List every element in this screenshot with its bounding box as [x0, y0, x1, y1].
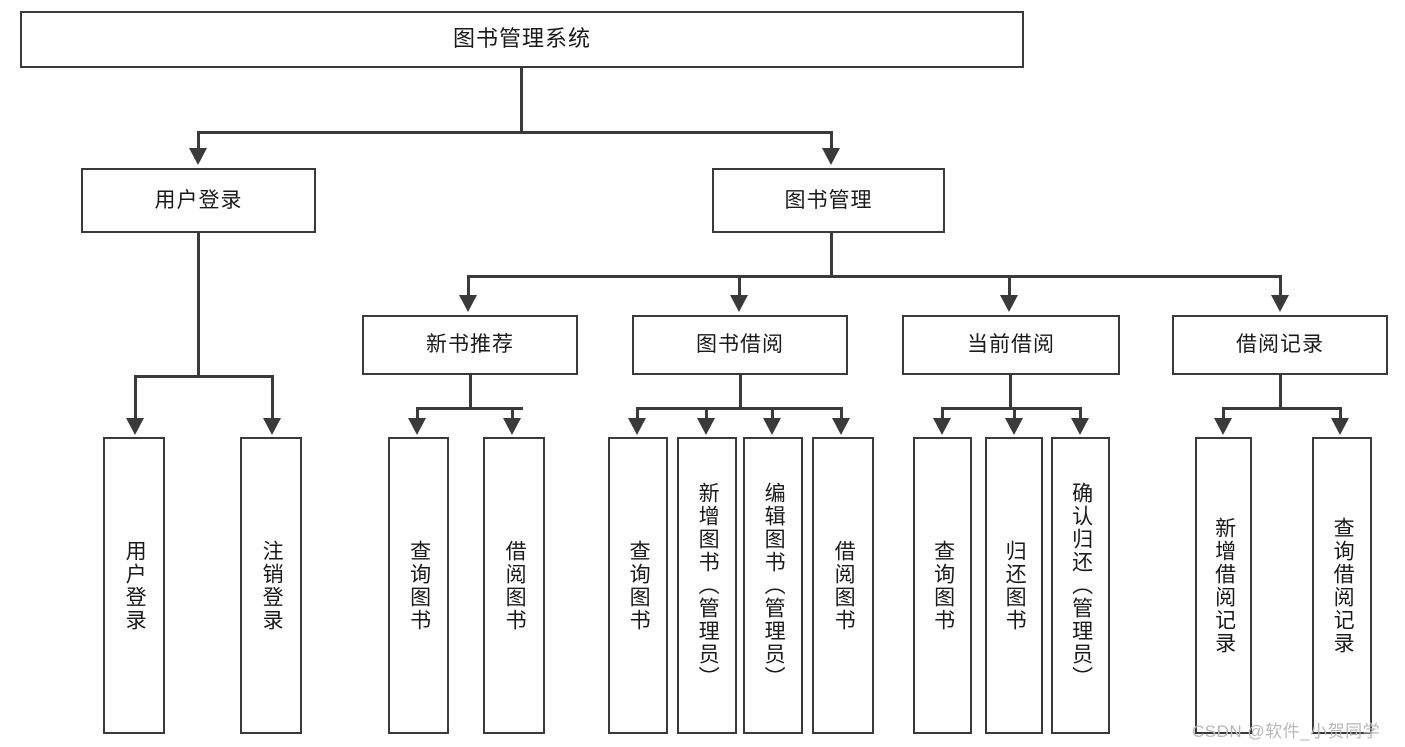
arrow-icon-book-borrow-leaf-0 [628, 418, 646, 435]
node-label: 图书管理系统 [452, 26, 591, 52]
connector-user-login-stem [197, 233, 200, 378]
node-label: 新增借阅记录 [1212, 516, 1236, 655]
arrow-icon-new-book-leaf-0 [408, 418, 426, 435]
leaf-node-new-book-borrow[interactable]: 借阅图书 [483, 437, 545, 734]
connector-drop-borrow-record-leaf-0 [1222, 407, 1225, 420]
node-label: 新书推荐 [426, 333, 514, 357]
connector-drop-book-mgmt [830, 131, 833, 150]
connector-book-borrow-stem [739, 375, 742, 410]
connector-book-borrow-bus [636, 407, 843, 410]
connector-current-borrow-bus [941, 407, 1080, 410]
leaf-node-current-borrow-confirm[interactable]: 确认归还（管理员） [1051, 437, 1110, 734]
node-label: 查询图书 [627, 539, 651, 632]
connector-drop-new-book-leaf-0 [416, 407, 419, 420]
leaf-node-user-login-logout[interactable]: 注销登录 [240, 437, 302, 734]
connector-drop-borrow-record-leaf-1 [1339, 407, 1342, 420]
node-label: 借阅图书 [832, 539, 856, 632]
arrow-icon-borrow-record-leaf-0 [1214, 418, 1232, 435]
connector-drop-new-book-leaf-1 [511, 407, 514, 420]
leaf-node-current-borrow-query[interactable]: 查询图书 [913, 437, 972, 734]
connector-drop-book-borrow-leaf-1 [705, 407, 708, 420]
node-label: 图书借阅 [696, 333, 784, 357]
arrow-icon-to-user-login [189, 148, 207, 165]
node-book-management[interactable]: 图书管理 [712, 168, 945, 233]
arrow-icon-book-borrow-leaf-2 [763, 418, 781, 435]
node-user-login[interactable]: 用户登录 [81, 168, 316, 233]
node-borrow-record[interactable]: 借阅记录 [1172, 315, 1388, 375]
connector-borrow-record-stem [1279, 375, 1282, 410]
arrow-icon-to-book-borrow [730, 295, 748, 312]
leaf-node-book-borrow-edit[interactable]: 编辑图书（管理员） [743, 437, 803, 734]
node-label: 借阅图书 [503, 539, 527, 632]
connector-drop-current-borrow [1008, 275, 1011, 297]
node-label: 查询图书 [407, 539, 431, 632]
leaf-node-book-borrow-lend[interactable]: 借阅图书 [812, 437, 874, 734]
arrow-icon-to-borrow-record [1271, 295, 1289, 312]
node-label: 新增图书（管理员） [696, 482, 720, 689]
connector-new-book-stem [469, 375, 472, 410]
arrow-icon-to-book-mgmt [822, 148, 840, 165]
connector-drop-user-login-leaf-0 [134, 375, 137, 420]
node-current-borrow[interactable]: 当前借阅 [902, 315, 1120, 375]
node-label: 查询借阅记录 [1331, 516, 1355, 655]
connector-book-mgmt-bus [467, 275, 1282, 278]
leaf-node-book-borrow-add[interactable]: 新增图书（管理员） [677, 437, 737, 734]
arrow-icon-new-book-leaf-1 [503, 418, 521, 435]
node-label: 编辑图书（管理员） [762, 482, 786, 689]
node-new-book-recommend[interactable]: 新书推荐 [362, 315, 578, 375]
connector-user-login-bus [134, 375, 274, 378]
connector-drop-book-borrow-leaf-0 [636, 407, 639, 420]
connector-current-borrow-stem [1009, 375, 1012, 410]
arrow-icon-current-borrow-leaf-0 [933, 418, 951, 435]
arrow-icon-book-borrow-leaf-1 [697, 418, 715, 435]
leaf-node-borrow-record-add[interactable]: 新增借阅记录 [1195, 437, 1252, 734]
leaf-node-user-login-login[interactable]: 用户登录 [103, 437, 165, 734]
arrow-icon-borrow-record-leaf-1 [1331, 418, 1349, 435]
arrow-icon-book-borrow-leaf-3 [832, 418, 850, 435]
connector-drop-user-login-leaf-1 [271, 375, 274, 420]
connector-book-mgmt-stem [830, 233, 833, 278]
leaf-node-current-borrow-return[interactable]: 归还图书 [985, 437, 1043, 734]
leaf-node-new-book-query[interactable]: 查询图书 [388, 437, 449, 734]
node-label: 查询图书 [931, 539, 955, 632]
arrow-icon-current-borrow-leaf-1 [1005, 418, 1023, 435]
leaf-node-borrow-record-query[interactable]: 查询借阅记录 [1312, 437, 1372, 734]
node-label: 确认归还（管理员） [1069, 482, 1093, 689]
connector-drop-book-borrow-leaf-3 [840, 407, 843, 420]
arrow-icon-user-login-leaf-1 [263, 418, 281, 435]
node-label: 注销登录 [260, 539, 284, 632]
node-label: 用户登录 [123, 539, 147, 632]
csdn-watermark: CSDN @软件_小贺同学 [1192, 722, 1381, 741]
node-label: 用户登录 [154, 188, 243, 212]
connector-borrow-record-bus [1222, 407, 1342, 410]
node-root-system[interactable]: 图书管理系统 [20, 11, 1024, 68]
connector-new-book-bus [416, 407, 523, 410]
node-label: 图书管理 [784, 188, 873, 212]
connector-root-bus [197, 131, 833, 134]
arrow-icon-to-new-book [459, 295, 477, 312]
node-book-borrow[interactable]: 图书借阅 [632, 315, 848, 375]
connector-drop-current-borrow-leaf-0 [941, 407, 944, 420]
connector-root-stem [520, 68, 523, 133]
connector-drop-new-book [467, 275, 470, 297]
node-label: 借阅记录 [1236, 333, 1324, 357]
arrow-icon-to-current-borrow [1000, 295, 1018, 312]
connector-drop-book-borrow [738, 275, 741, 297]
node-label: 当前借阅 [967, 333, 1055, 357]
connector-drop-current-borrow-leaf-1 [1013, 407, 1016, 420]
arrow-icon-current-borrow-leaf-2 [1071, 418, 1089, 435]
connector-drop-current-borrow-leaf-2 [1079, 407, 1082, 420]
connector-drop-borrow-record [1279, 275, 1282, 297]
connector-drop-book-borrow-leaf-2 [771, 407, 774, 420]
connector-drop-user-login [197, 131, 200, 150]
leaf-node-book-borrow-query[interactable]: 查询图书 [608, 437, 668, 734]
node-label: 归还图书 [1003, 539, 1027, 632]
arrow-icon-user-login-leaf-0 [126, 418, 144, 435]
